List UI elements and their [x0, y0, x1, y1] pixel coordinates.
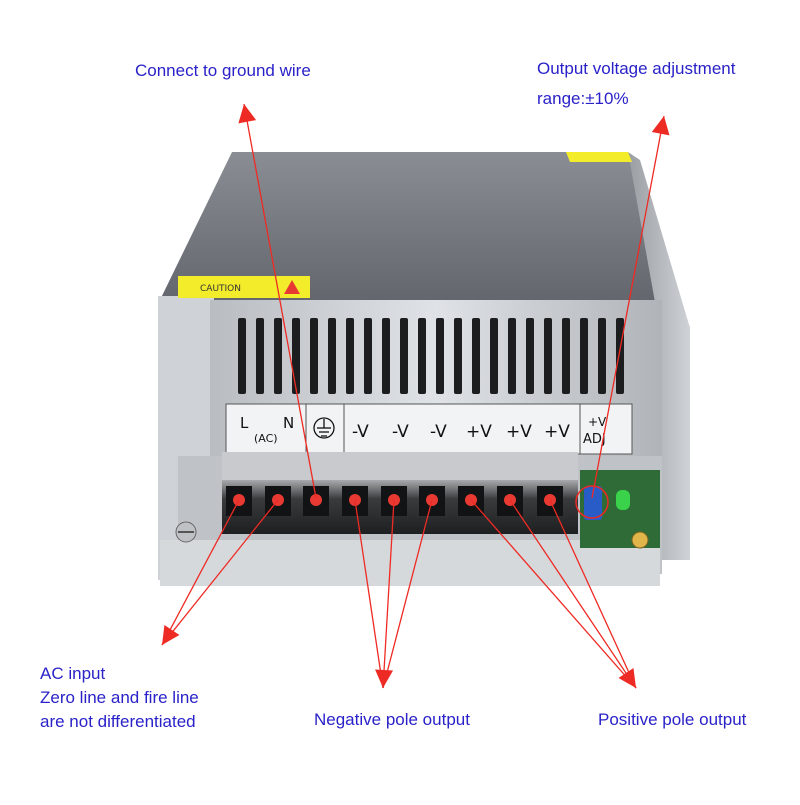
vent-slot — [256, 318, 264, 394]
arrow-pos-2-line — [509, 499, 637, 689]
potentiometer-highlight — [575, 485, 609, 519]
terminal-screw — [310, 494, 322, 506]
ground-symbol-icon — [313, 417, 335, 439]
positive-output-callout: Positive pole output — [598, 708, 746, 732]
arrow-ground-line — [243, 103, 317, 499]
label-pos-3: +V — [544, 422, 570, 442]
arrow-ac-head — [162, 625, 180, 645]
adjustment-callout: Output voltage adjustment range:±10% — [537, 57, 735, 111]
vent-slot — [238, 318, 246, 394]
vent-slot — [274, 318, 282, 394]
vent-slot — [616, 318, 624, 394]
arrow-neg-3-line — [382, 499, 433, 689]
vent-slot — [382, 318, 390, 394]
housing-bottom-rail — [160, 540, 660, 586]
label-n: N — [283, 414, 294, 432]
arrow-ac-l-line — [161, 499, 240, 646]
vent-slot — [508, 318, 516, 394]
vent-slot — [580, 318, 588, 394]
vent-slot — [346, 318, 354, 394]
arrow-adjust-head — [651, 116, 670, 136]
arrow-ac-n-line — [161, 499, 279, 646]
vent-slot — [526, 318, 534, 394]
adjustment-callout-line1: Output voltage adjustment — [537, 59, 736, 78]
ac-input-callout-line3: are not differentiated — [40, 712, 196, 731]
label-neg-1: -V — [352, 422, 369, 442]
warning-triangle-icon — [284, 280, 300, 294]
vent-slot — [418, 318, 426, 394]
label-adj-bottom: ADJ — [583, 432, 606, 447]
arrow-pos-3-line — [549, 499, 637, 689]
arrow-ground-head — [238, 104, 257, 124]
positive-output-callout-text: Positive pole output — [598, 710, 747, 729]
ventilation-slots — [238, 318, 624, 394]
adjustment-callout-line2: range:±10% — [537, 89, 629, 108]
terminal-label-strip — [225, 403, 633, 455]
vent-slot — [400, 318, 408, 394]
vent-slot — [364, 318, 372, 394]
label-pos-1: +V — [466, 422, 492, 442]
housing-right-side — [628, 152, 690, 560]
vent-slot — [310, 318, 318, 394]
terminal-block-cover — [222, 452, 578, 484]
vent-slot — [598, 318, 606, 394]
arrow-neg-2-line — [382, 499, 395, 689]
arrow-pos-head — [618, 668, 636, 688]
negative-output-callout: Negative pole output — [314, 708, 470, 732]
terminal-screws — [226, 486, 563, 516]
ground-callout: Connect to ground wire — [135, 59, 311, 83]
vent-slot — [472, 318, 480, 394]
vent-slot — [544, 318, 552, 394]
indicator-led — [616, 490, 630, 510]
label-ac: (AC) — [254, 432, 278, 445]
vent-slot — [490, 318, 498, 394]
vent-slot — [292, 318, 300, 394]
vent-slot — [454, 318, 462, 394]
vent-slot — [328, 318, 336, 394]
arrow-pos-1-line — [470, 499, 637, 689]
pcb-screw — [631, 531, 649, 549]
label-pos-2: +V — [506, 422, 532, 442]
top-sticker — [566, 152, 632, 162]
arrow-neg-1-line — [354, 499, 384, 689]
ground-callout-text: Connect to ground wire — [135, 61, 311, 80]
arrow-adjust-line — [591, 115, 665, 499]
vent-slot — [436, 318, 444, 394]
ac-input-callout-line2: Zero line and fire line — [40, 688, 199, 707]
vent-slot — [562, 318, 570, 394]
arrow-neg-head — [375, 669, 394, 688]
caution-text: CAUTION — [200, 284, 241, 294]
negative-output-callout-text: Negative pole output — [314, 710, 470, 729]
ac-input-callout-line1: AC input — [40, 664, 106, 683]
potentiometer — [584, 486, 602, 520]
callout-arrows — [161, 103, 670, 689]
label-l: L — [240, 414, 249, 432]
label-neg-2: -V — [392, 422, 409, 442]
ac-input-callout: AC input Zero line and fire line are not… — [40, 662, 199, 734]
label-neg-3: -V — [430, 422, 447, 442]
label-adj-top: +V — [588, 415, 607, 429]
